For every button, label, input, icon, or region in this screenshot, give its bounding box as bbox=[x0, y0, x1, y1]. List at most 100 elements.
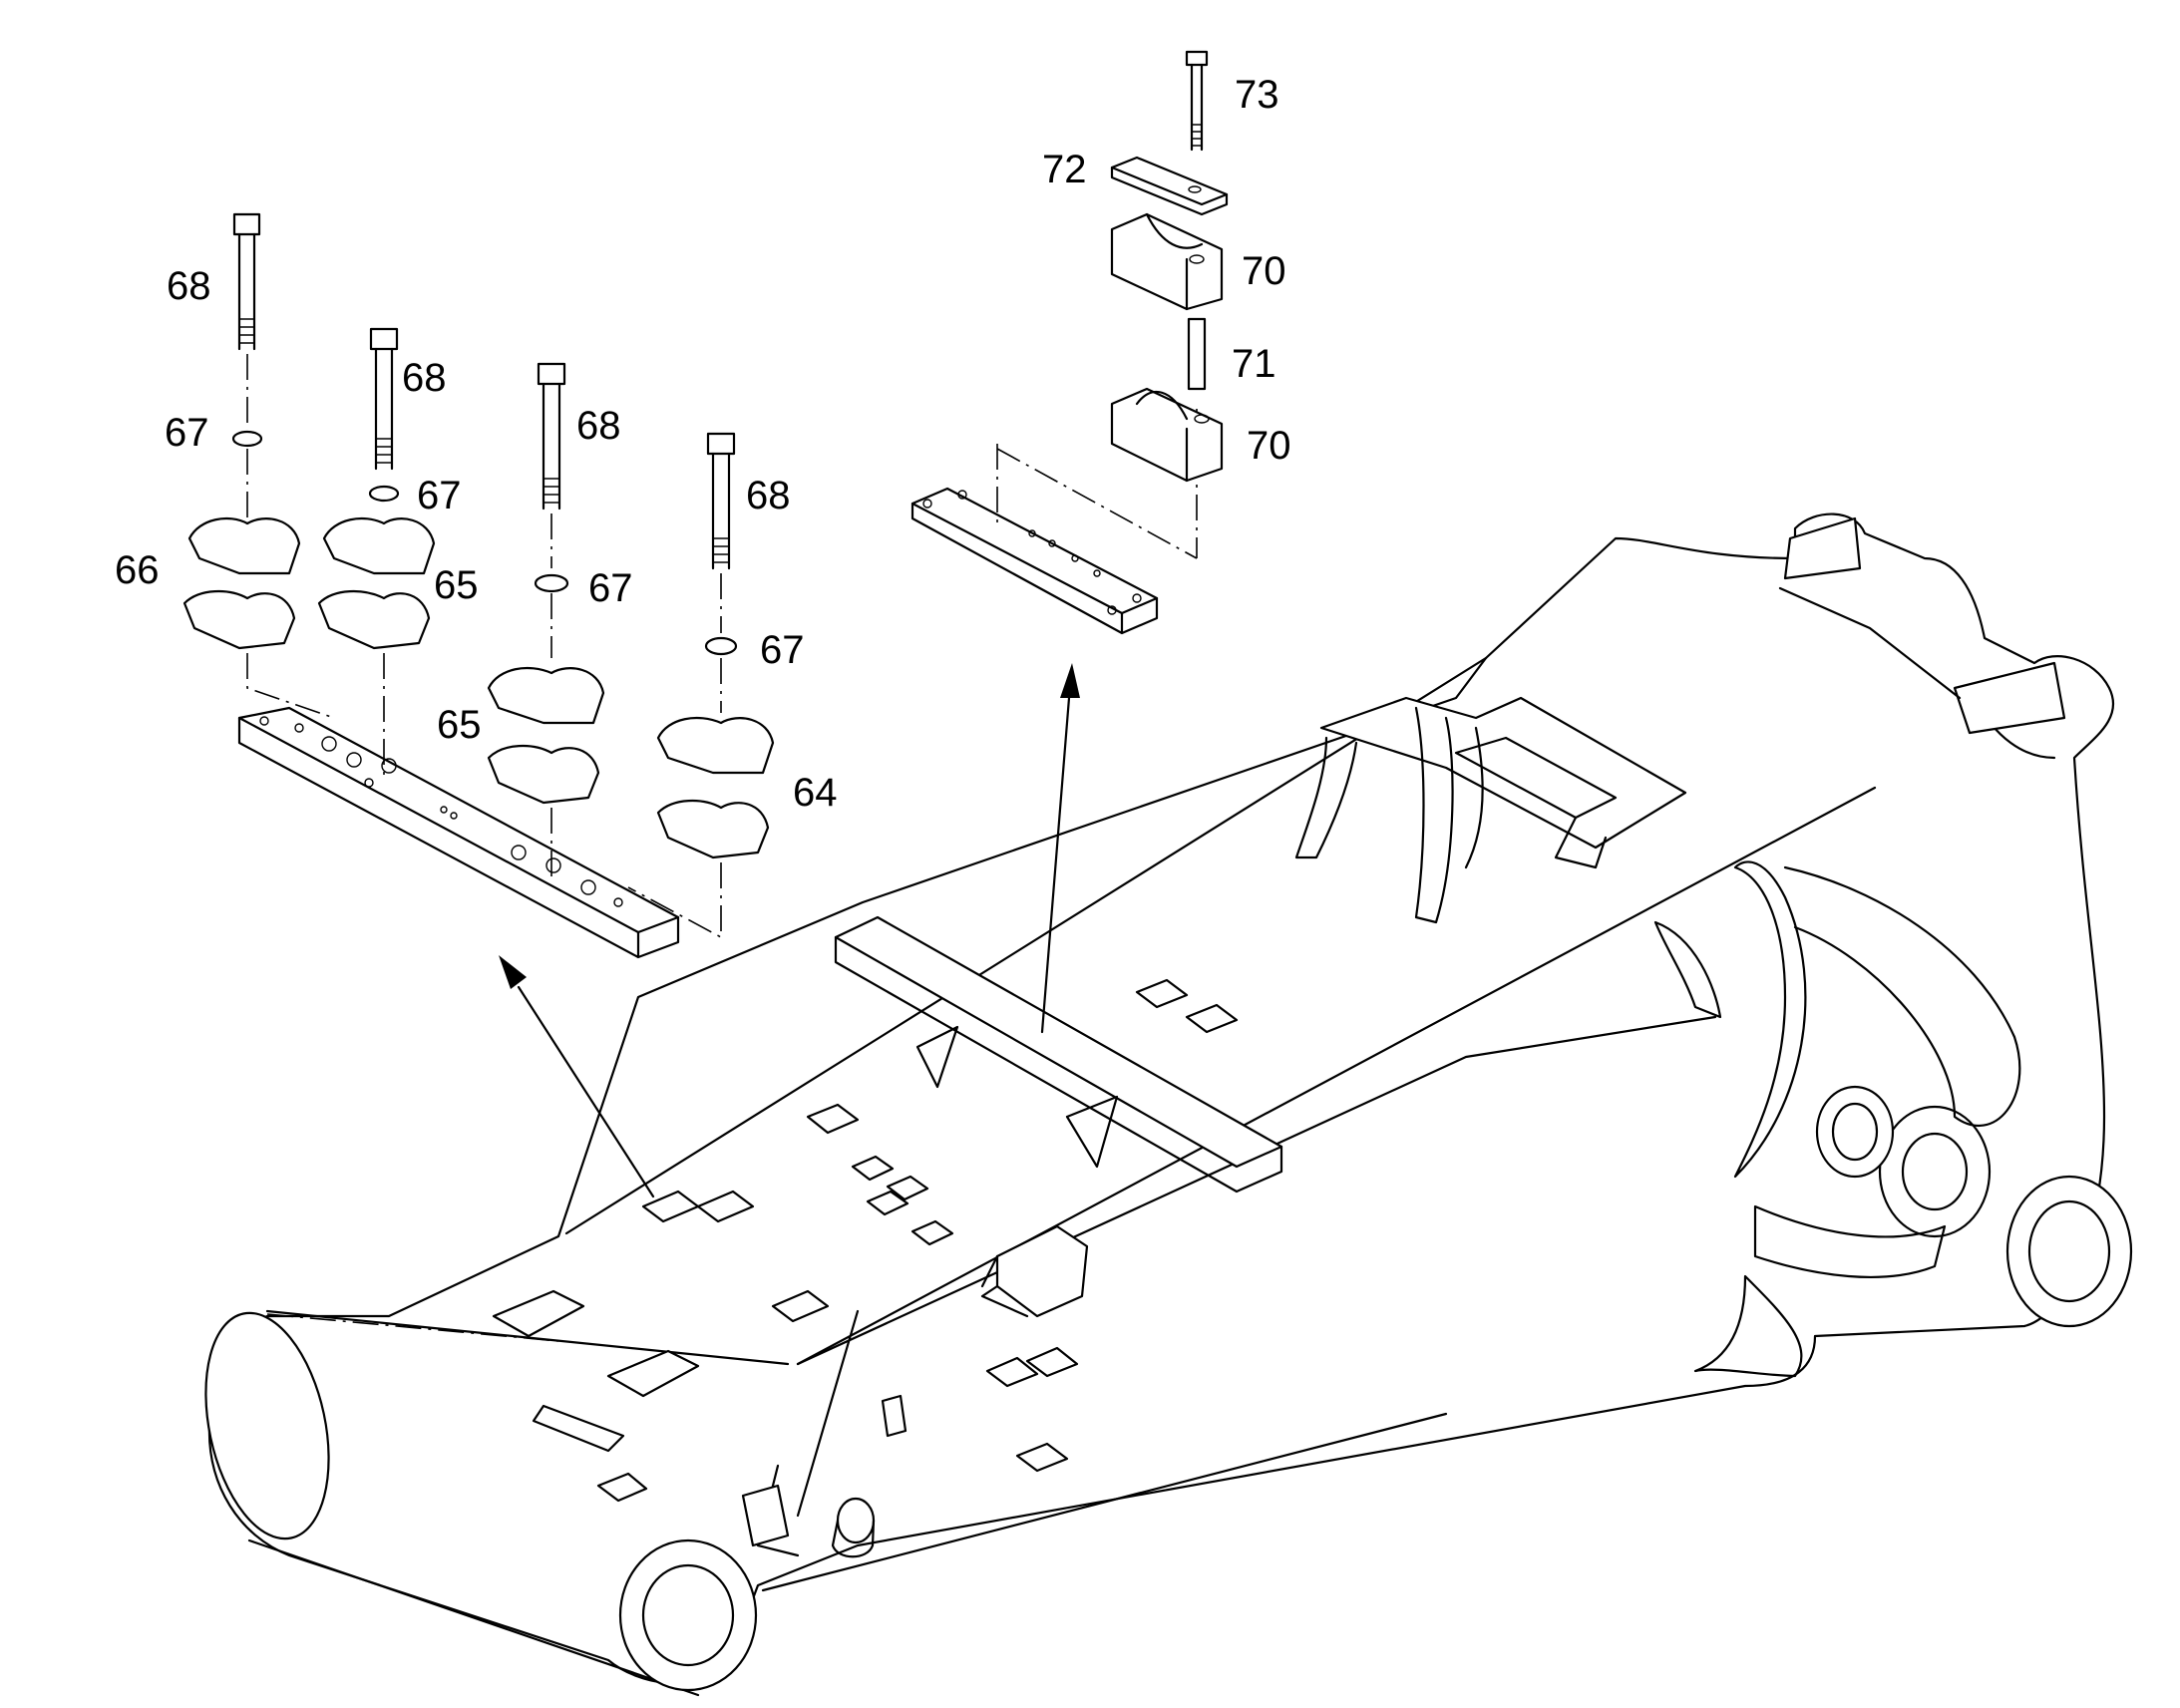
clamp-64-top bbox=[656, 716, 775, 775]
top-front-bracket bbox=[1783, 516, 1862, 580]
block-70-upper-groove bbox=[1145, 212, 1204, 311]
round-boss bbox=[836, 1497, 876, 1544]
block-70-lower bbox=[1110, 387, 1224, 483]
boom-top-edge-2 bbox=[796, 786, 1877, 1366]
left-clamp-bar-holes bbox=[259, 716, 623, 907]
boom-lower-edge bbox=[761, 1412, 1448, 1592]
support-plate-holes bbox=[922, 490, 1142, 615]
clamp-stack-4 bbox=[627, 432, 775, 939]
round-boss-side bbox=[831, 1519, 876, 1558]
support-plate bbox=[910, 487, 1159, 615]
block-70-lower-hole bbox=[1194, 414, 1210, 424]
clamp-65b-top bbox=[487, 666, 605, 725]
bolt-68-1-thread bbox=[239, 318, 254, 344]
callout-68-3: 68 bbox=[576, 404, 621, 448]
mid-lug-inner bbox=[1901, 1132, 1969, 1211]
callout-72: 72 bbox=[1042, 148, 1087, 191]
plate-72 bbox=[1110, 156, 1229, 206]
bolt-68-3-thread bbox=[544, 478, 559, 504]
bolt-68-2-shank bbox=[374, 347, 394, 471]
bolt-68-1-shank bbox=[237, 232, 256, 351]
washer-67-1 bbox=[231, 430, 263, 448]
top-frame-leg-3 bbox=[1464, 726, 1484, 869]
clamp-65b-bottom bbox=[487, 744, 600, 805]
washer-67-2 bbox=[368, 485, 400, 503]
crossbar-wing-1 bbox=[915, 1025, 959, 1089]
callout-66: 66 bbox=[115, 548, 160, 592]
side-bracket-base bbox=[980, 1254, 1029, 1318]
right-leader-arrow bbox=[1040, 696, 1071, 1034]
side-web-lower bbox=[1753, 1204, 1947, 1278]
plate-72-side bbox=[1110, 166, 1229, 216]
callout-68-4: 68 bbox=[746, 474, 791, 517]
callout-65-1: 65 bbox=[434, 563, 479, 607]
pivot-bore bbox=[641, 1563, 735, 1667]
washer-67-3 bbox=[534, 573, 569, 593]
boom-top-edge bbox=[564, 656, 1488, 1235]
callout-67-1: 67 bbox=[165, 411, 209, 455]
bolt-68-3-shank bbox=[542, 382, 561, 511]
top-frame-window bbox=[1454, 736, 1618, 820]
clamp-65-bottom bbox=[317, 589, 431, 650]
side-web-upper bbox=[1733, 860, 1807, 1179]
left-clamp-bar-side bbox=[237, 716, 680, 959]
top-frame-rib bbox=[1554, 816, 1608, 869]
deck-pads bbox=[492, 978, 1239, 1503]
boom-side-edge bbox=[796, 1015, 1717, 1366]
axis-1c bbox=[246, 653, 335, 719]
bolt-68-2-thread bbox=[376, 438, 392, 464]
callout-67-3: 67 bbox=[588, 566, 633, 610]
bolt-73-thread bbox=[1192, 124, 1202, 147]
top-frame-leg-1 bbox=[1294, 736, 1358, 859]
support-plate-side bbox=[910, 502, 1159, 635]
side-web-bottom bbox=[1693, 1274, 1803, 1378]
callout-68-2: 68 bbox=[402, 356, 447, 400]
left-clamp-bar-group bbox=[237, 706, 680, 1198]
clamp-stack-1 bbox=[182, 212, 335, 719]
crossbar-plate bbox=[834, 915, 1283, 1169]
upper-clamp-stack bbox=[1110, 50, 1229, 483]
side-web-curve bbox=[1783, 865, 2021, 1128]
callout-65-2: 65 bbox=[437, 703, 482, 747]
bolt-68-2-head bbox=[369, 327, 399, 351]
block-70-lower-groove bbox=[1135, 391, 1189, 483]
front-gusset bbox=[1653, 920, 1722, 1019]
left-leader-arrow bbox=[517, 985, 655, 1198]
top-front-bracket-2 bbox=[1953, 661, 2066, 735]
lower-block bbox=[741, 1484, 790, 1547]
pin-71 bbox=[1187, 317, 1207, 391]
bolt-68-4-head bbox=[706, 432, 736, 456]
bolt-73-head bbox=[1185, 50, 1209, 67]
boom-assembly bbox=[204, 512, 2133, 1697]
left-arrowhead bbox=[499, 955, 527, 989]
callout-71: 71 bbox=[1232, 342, 1276, 386]
plate-dash-right bbox=[996, 448, 1198, 559]
rear-tube-centerline bbox=[266, 1313, 559, 1342]
clamp-stack-3 bbox=[487, 362, 605, 877]
bolt-68-1-head bbox=[232, 212, 261, 236]
boom-outline bbox=[207, 512, 2115, 1685]
clamp-64-bottom bbox=[656, 799, 770, 859]
callout-labels: 73 72 70 71 70 68 68 68 68 67 67 67 67 6… bbox=[115, 73, 1291, 815]
clamp-66-top bbox=[187, 516, 301, 575]
bolt-68-4-thread bbox=[713, 537, 729, 563]
callout-67-4: 67 bbox=[760, 628, 805, 672]
right-arrowhead bbox=[1060, 663, 1080, 698]
rear-tube-end bbox=[204, 1311, 330, 1540]
callout-70-upper: 70 bbox=[1242, 249, 1286, 293]
bolt-68-4-shank bbox=[711, 452, 731, 570]
side-bracket bbox=[995, 1224, 1089, 1318]
callout-70-lower: 70 bbox=[1247, 424, 1291, 468]
rear-lug-inner bbox=[1831, 1102, 1879, 1162]
washer-67-4 bbox=[704, 636, 738, 656]
top-frame-leg-2 bbox=[1414, 706, 1454, 924]
bolt-73-shank bbox=[1190, 63, 1204, 152]
front-lug-inner bbox=[2027, 1199, 2111, 1303]
callout-68-1: 68 bbox=[167, 264, 211, 308]
callout-67-2: 67 bbox=[417, 474, 462, 517]
right-support-plate-group bbox=[910, 409, 1198, 1034]
callout-64: 64 bbox=[793, 771, 838, 815]
callout-73: 73 bbox=[1235, 73, 1279, 117]
